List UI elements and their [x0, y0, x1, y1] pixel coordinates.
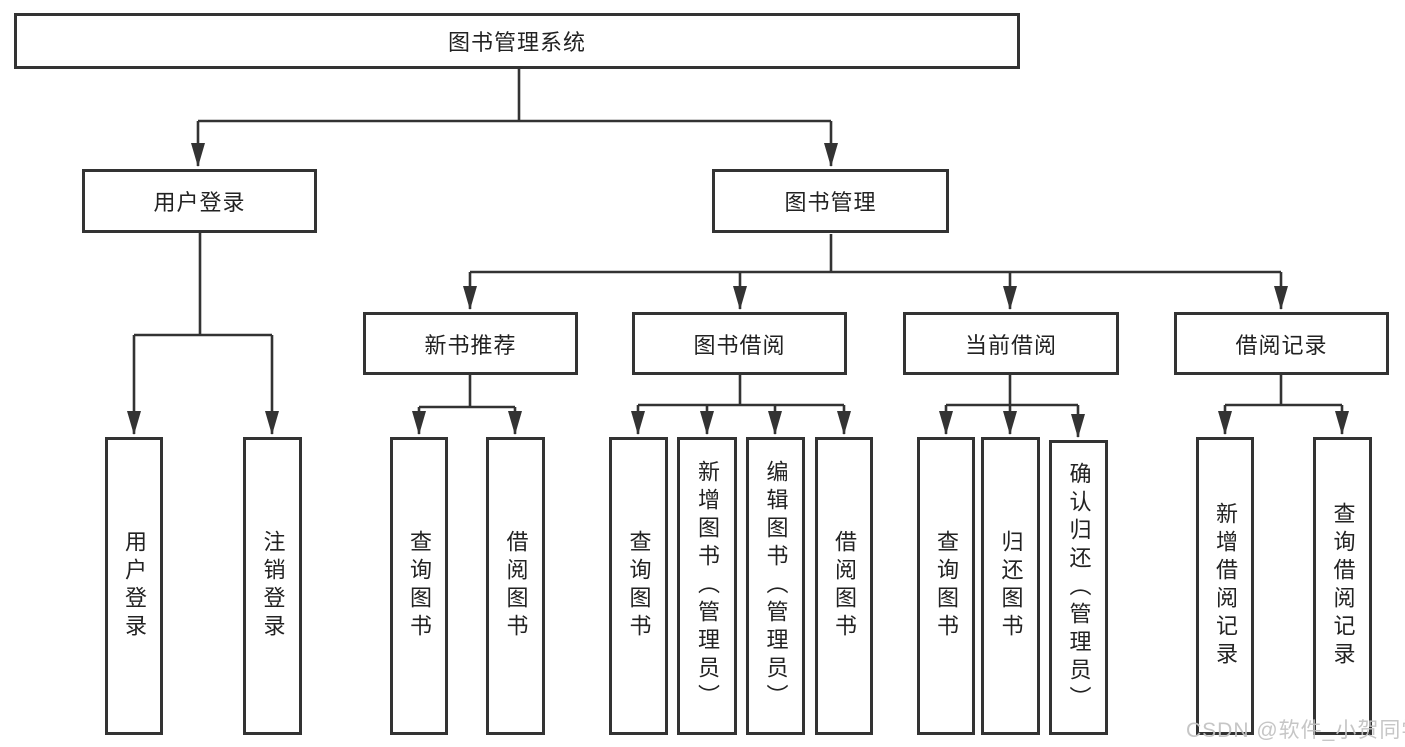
node-bb-borrow-book: 借阅图书 — [815, 437, 873, 735]
node-logout: 注销登录 — [243, 437, 302, 735]
node-user-login: 用户登录 — [82, 169, 317, 233]
node-cb-return-book: 归还图书 — [981, 437, 1040, 735]
csdn-watermark: CSDN @软件_小贺同学 — [1186, 719, 1405, 742]
node-br-query-record: 查询借阅记录 — [1313, 437, 1372, 735]
node-bb-query-book: 查询图书 — [609, 437, 668, 735]
node-bb-add-book-admin: 新增图书（管理员） — [677, 437, 737, 735]
node-current-borrow: 当前借阅 — [903, 312, 1119, 375]
node-nb-borrow-book: 借阅图书 — [486, 437, 545, 735]
node-login: 用户登录 — [105, 437, 163, 735]
node-cb-query-book: 查询图书 — [917, 437, 975, 735]
node-bb-edit-book-admin: 编辑图书（管理员） — [746, 437, 805, 735]
node-book-management: 图书管理 — [712, 169, 949, 233]
node-borrow-record: 借阅记录 — [1174, 312, 1389, 375]
node-new-book-recommend: 新书推荐 — [363, 312, 578, 375]
node-root: 图书管理系统 — [14, 13, 1020, 69]
node-cb-confirm-return-admin: 确认归还（管理员） — [1049, 440, 1108, 735]
node-book-borrow: 图书借阅 — [632, 312, 847, 375]
node-nb-query-book: 查询图书 — [390, 437, 448, 735]
node-br-add-record: 新增借阅记录 — [1196, 437, 1254, 735]
